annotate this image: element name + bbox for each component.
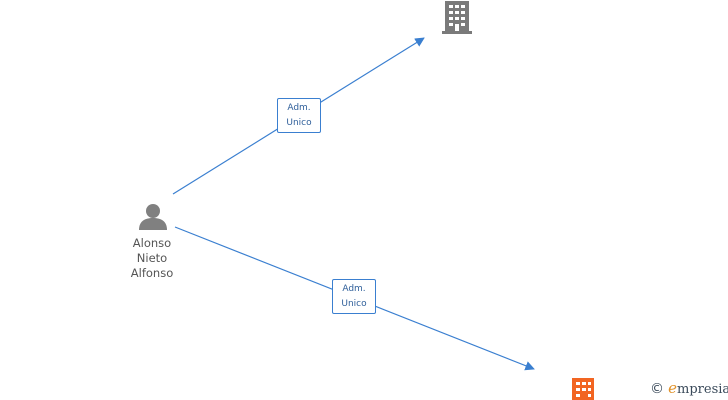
brand-initial: e bbox=[668, 379, 678, 397]
person-name-line: Alfonso bbox=[130, 266, 174, 280]
edge-label-line: Adm. bbox=[287, 103, 311, 113]
person-icon[interactable] bbox=[139, 204, 167, 230]
building-icon[interactable] bbox=[442, 1, 472, 34]
edge-label: Adm. Unico bbox=[277, 98, 321, 133]
brand-name: mpresia bbox=[677, 382, 728, 397]
edge-label-line: Unico bbox=[286, 118, 312, 128]
person-name-line: Alonso bbox=[132, 236, 172, 250]
person-name-line: Nieto bbox=[136, 251, 168, 265]
edge-label: Adm. Unico bbox=[332, 279, 376, 314]
copyright-icon: © bbox=[650, 381, 664, 397]
person-name[interactable]: Alonso Nieto Alfonso bbox=[120, 236, 184, 281]
edge-label-line: Adm. bbox=[342, 284, 366, 294]
building-icon[interactable] bbox=[572, 378, 594, 400]
empresia-watermark: © empresia bbox=[650, 379, 728, 397]
edge-label-line: Unico bbox=[341, 299, 367, 309]
